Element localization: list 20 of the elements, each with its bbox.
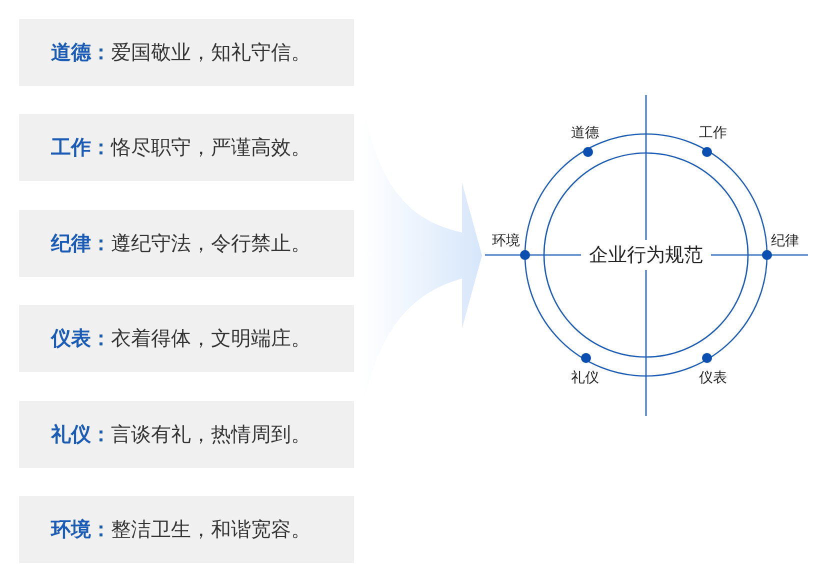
point-label: 纪律 [771,232,799,250]
rule-text: 遵纪守法，令行禁止。 [111,230,311,257]
rule-heading: 道德： [51,39,111,66]
rule-text: 恪尽职守，严谨高效。 [111,134,311,162]
rule-heading: 仪表： [51,325,111,352]
rule-text: 言谈有礼，热情周到。 [111,420,311,448]
point-label: 道德 [571,124,599,142]
rule-heading: 工作： [51,134,111,162]
rule-heading: 环境： [51,516,111,543]
center-title: 企业行为规范 [581,240,711,270]
ring-circle [482,95,808,416]
point-label: 仪表 [699,369,727,387]
point-label: 工作 [699,124,727,142]
rule-heading: 纪律： [51,230,111,257]
rule-heading: 礼仪： [51,420,111,448]
rule-text: 整洁卫生，和谐宽容。 [111,516,311,543]
point-label: 环境 [492,232,520,250]
rule-text: 爱国敬业，知礼守信。 [111,39,311,66]
point-label: 礼仪 [571,369,599,387]
rule-text: 衣着得体，文明端庄。 [111,325,311,352]
